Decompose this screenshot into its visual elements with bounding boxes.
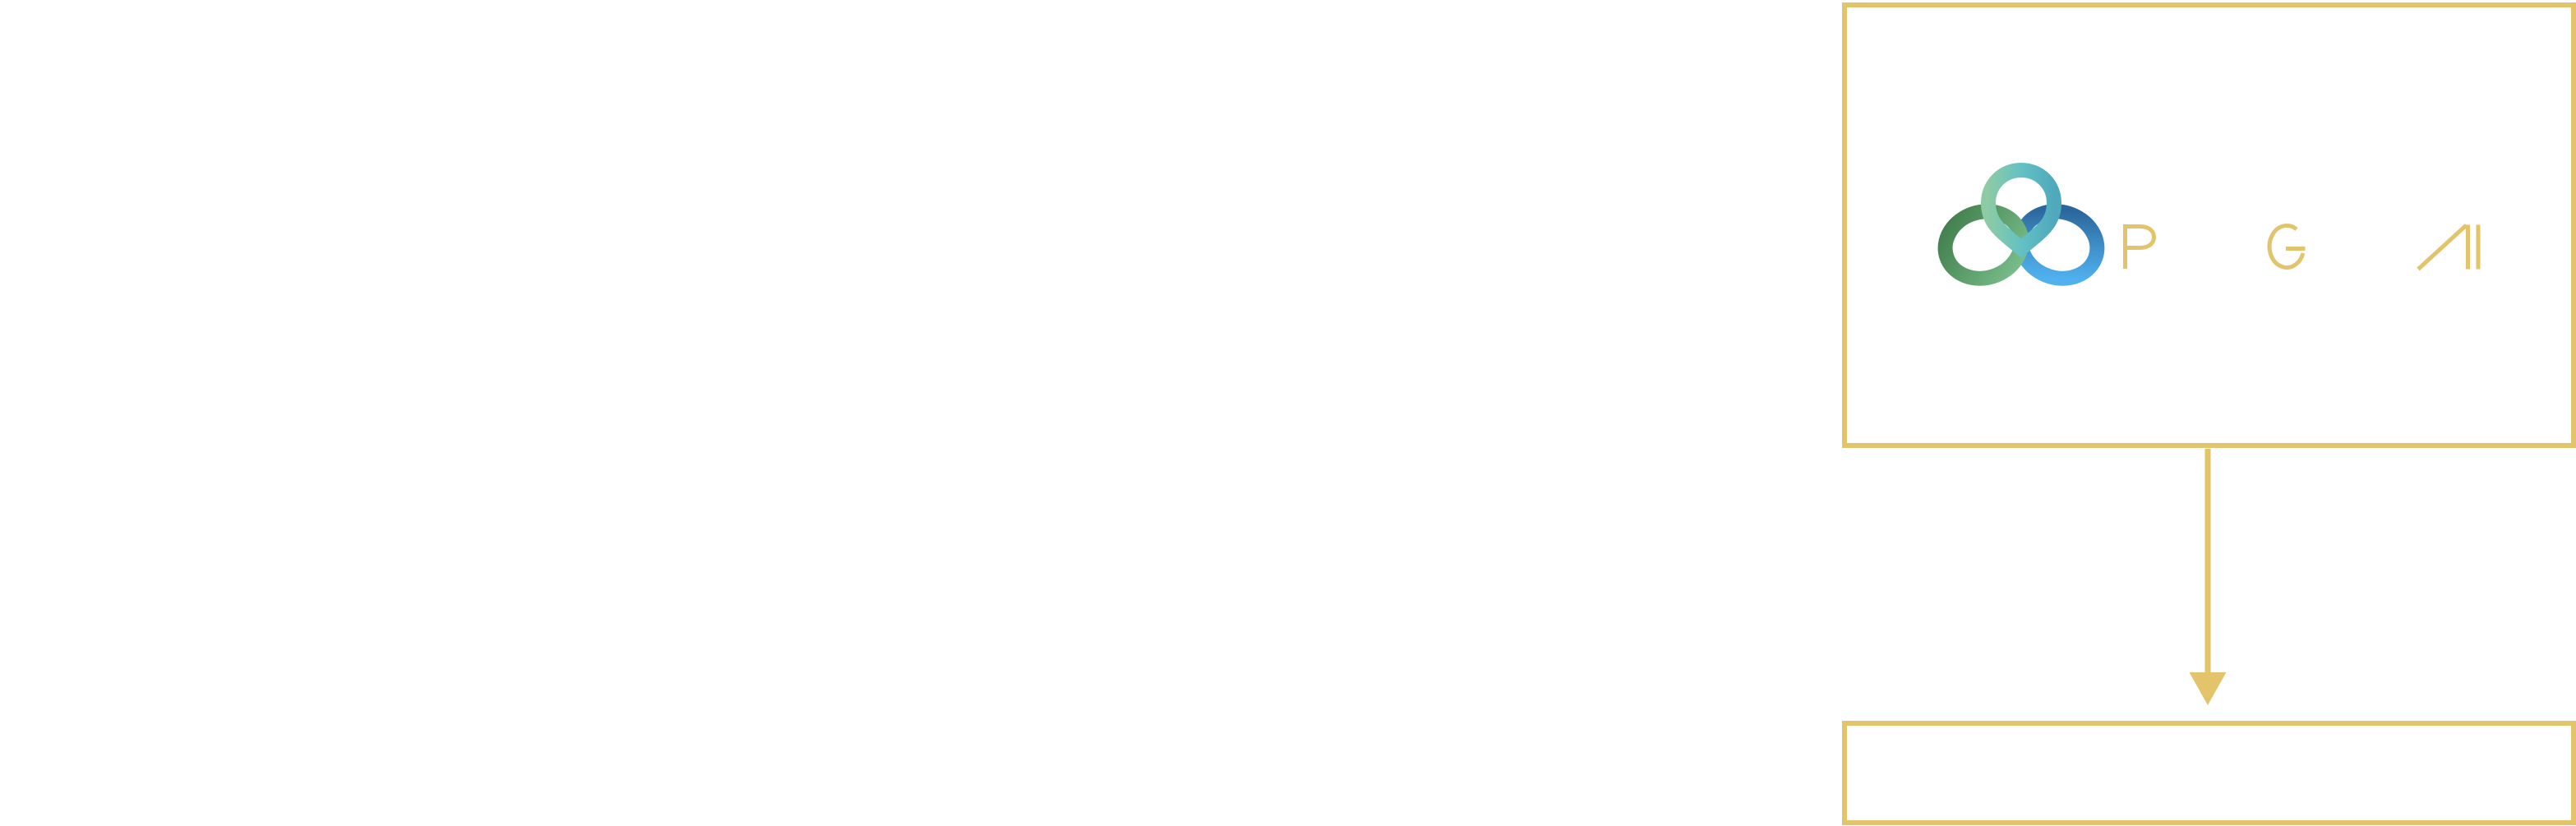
logo-letters-ai-icon xyxy=(2417,224,2481,271)
connector-arrow xyxy=(2189,449,2227,705)
pg-ai-logo xyxy=(1937,162,2481,286)
logo-node: P G AI xyxy=(1842,2,2576,448)
knot-top-lobe xyxy=(1980,162,2062,258)
logo-letters xyxy=(2123,224,2481,271)
logo-text: P G AI xyxy=(1847,7,1848,8)
logo-letter-p-icon xyxy=(2123,224,2157,269)
knot-left-lobe xyxy=(1937,204,2029,286)
trefoil-knot-icon xyxy=(1937,162,2105,286)
logo-letter-g-icon xyxy=(2267,224,2306,270)
arrowhead-icon xyxy=(2189,672,2227,705)
target-node xyxy=(1842,721,2576,825)
